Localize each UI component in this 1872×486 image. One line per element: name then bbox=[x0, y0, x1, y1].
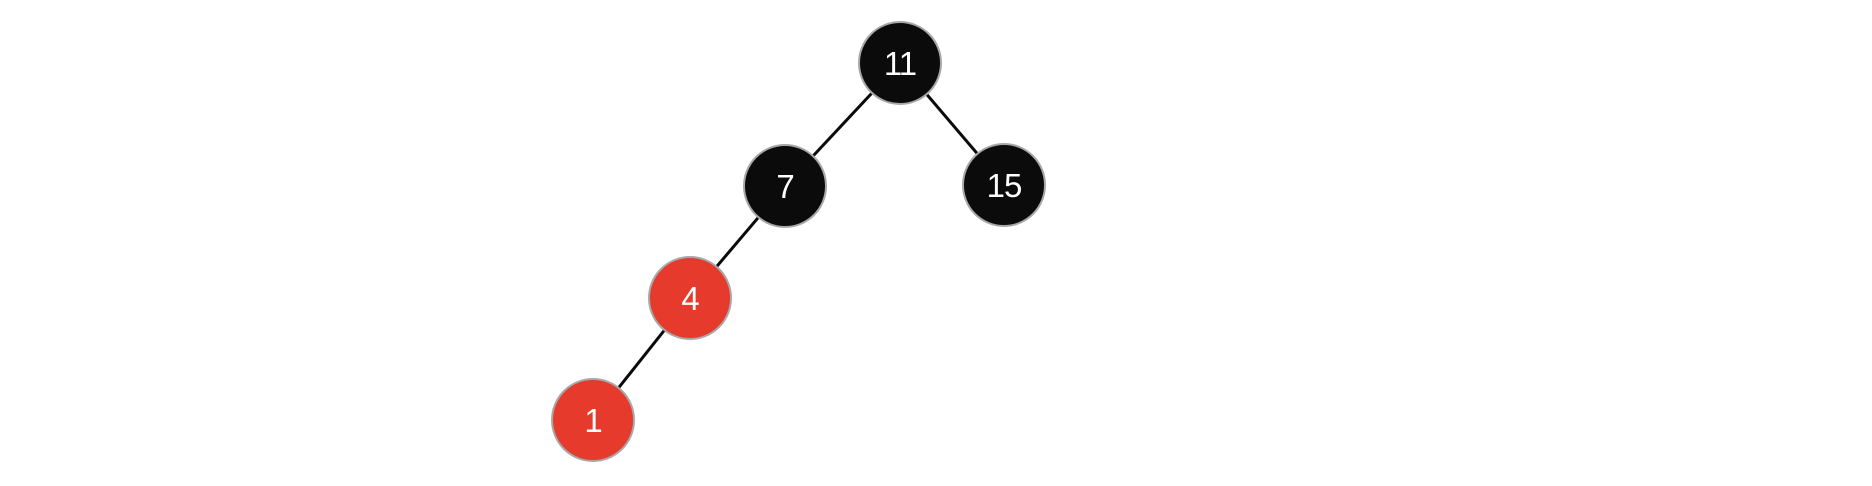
node-label: 15 bbox=[986, 166, 1023, 204]
tree-node-4[interactable]: 4 bbox=[648, 256, 732, 340]
tree-node-15[interactable]: 15 bbox=[962, 143, 1046, 227]
tree-node-11[interactable]: 11 bbox=[858, 21, 942, 105]
node-label: 7 bbox=[776, 167, 794, 205]
node-label: 4 bbox=[681, 279, 699, 317]
tree-node-7[interactable]: 7 bbox=[743, 144, 827, 228]
node-label: 11 bbox=[883, 44, 917, 82]
node-label: 1 bbox=[584, 401, 602, 439]
tree-node-1[interactable]: 1 bbox=[551, 378, 635, 462]
